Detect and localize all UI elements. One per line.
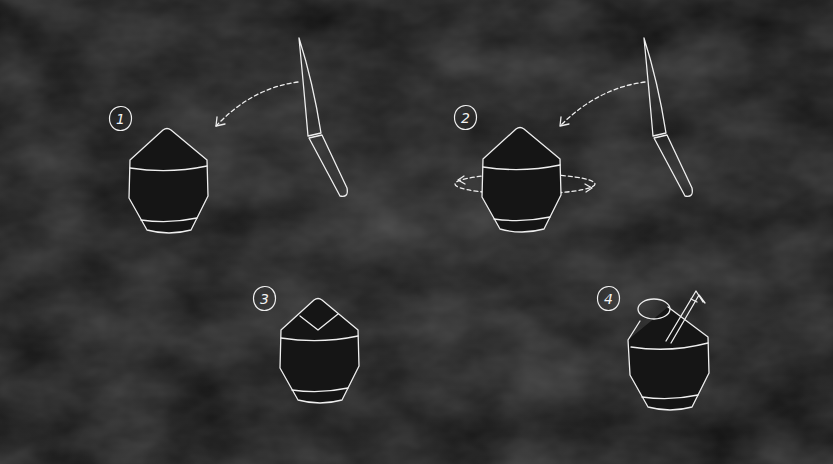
- coconut: [482, 128, 561, 233]
- dashed-arrow: [560, 82, 645, 126]
- step-badge: 3: [252, 285, 277, 312]
- callout-number: 3: [252, 285, 277, 312]
- open-coconut: [628, 291, 709, 410]
- spacer: [483, 173, 560, 176]
- callout-number: 4: [596, 285, 621, 312]
- cut-mark: [300, 314, 338, 330]
- rotation-arrow: [585, 184, 592, 192]
- step-badge: 2: [453, 104, 478, 131]
- coconut: [129, 129, 208, 234]
- step-badge: 4: [596, 285, 621, 312]
- knife: [299, 38, 347, 196]
- coconut: [280, 299, 359, 404]
- dashed-arrow: [216, 82, 298, 126]
- callout-number: 2: [453, 104, 478, 131]
- knife: [644, 38, 692, 196]
- rotation-arrow: [458, 176, 465, 184]
- callout-number: 1: [108, 105, 133, 132]
- step-badge: 1: [108, 105, 133, 132]
